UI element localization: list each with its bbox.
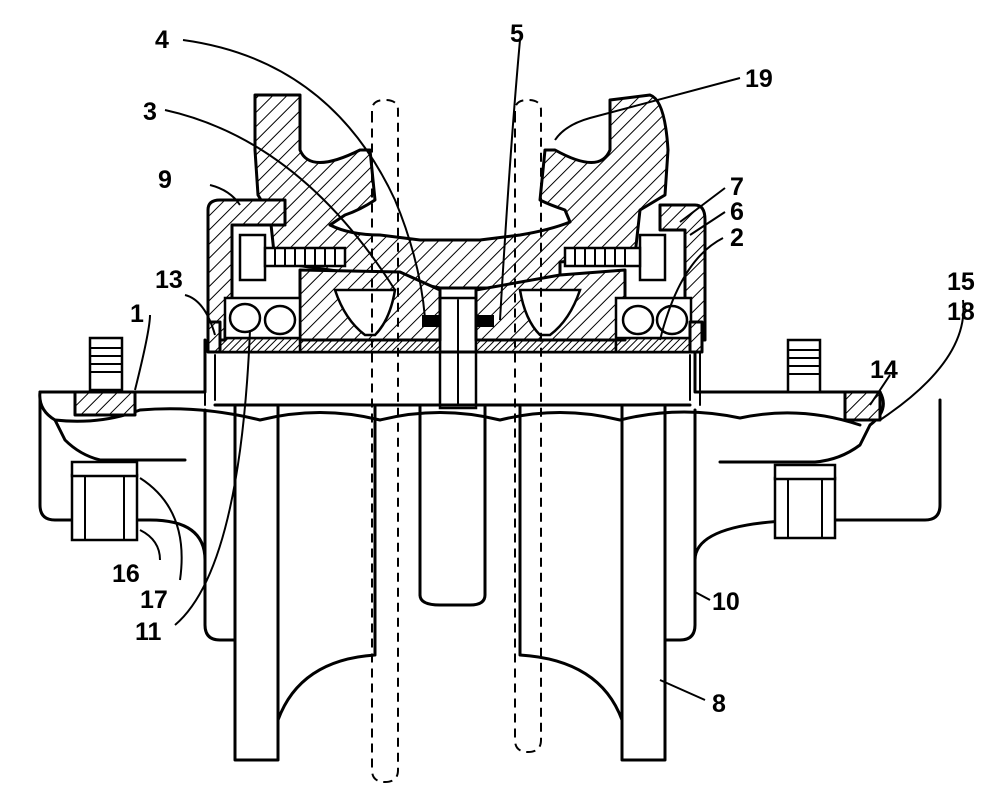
label-11: 11	[135, 618, 162, 646]
ball-bearings	[223, 296, 693, 340]
inner-cones	[333, 288, 582, 337]
label-15: 15	[947, 268, 975, 296]
label-2: 2	[730, 224, 744, 252]
callout-labels: 4 5 19 3 9 7 6 2 13 15 18 1 14 16 17 10 …	[112, 20, 975, 718]
housing-screws	[238, 233, 667, 282]
label-5: 5	[510, 20, 524, 48]
seals	[206, 320, 704, 354]
label-4: 4	[155, 26, 169, 54]
label-16: 16	[112, 560, 140, 588]
leader-lines	[134, 39, 965, 701]
label-14: 14	[870, 356, 898, 384]
label-3: 3	[143, 98, 157, 126]
phantom-rail	[371, 98, 542, 784]
label-13: 13	[155, 266, 183, 294]
label-17: 17	[140, 586, 168, 614]
studs	[73, 336, 882, 422]
wheel-pulley-body	[233, 403, 667, 762]
label-9: 9	[158, 166, 172, 194]
label-18: 18	[947, 298, 975, 326]
label-6: 6	[730, 198, 744, 226]
label-19: 19	[745, 65, 773, 93]
label-1: 1	[130, 300, 144, 328]
label-8: 8	[712, 690, 726, 718]
nuts	[70, 460, 837, 542]
label-7: 7	[730, 173, 744, 201]
label-10: 10	[712, 588, 740, 616]
